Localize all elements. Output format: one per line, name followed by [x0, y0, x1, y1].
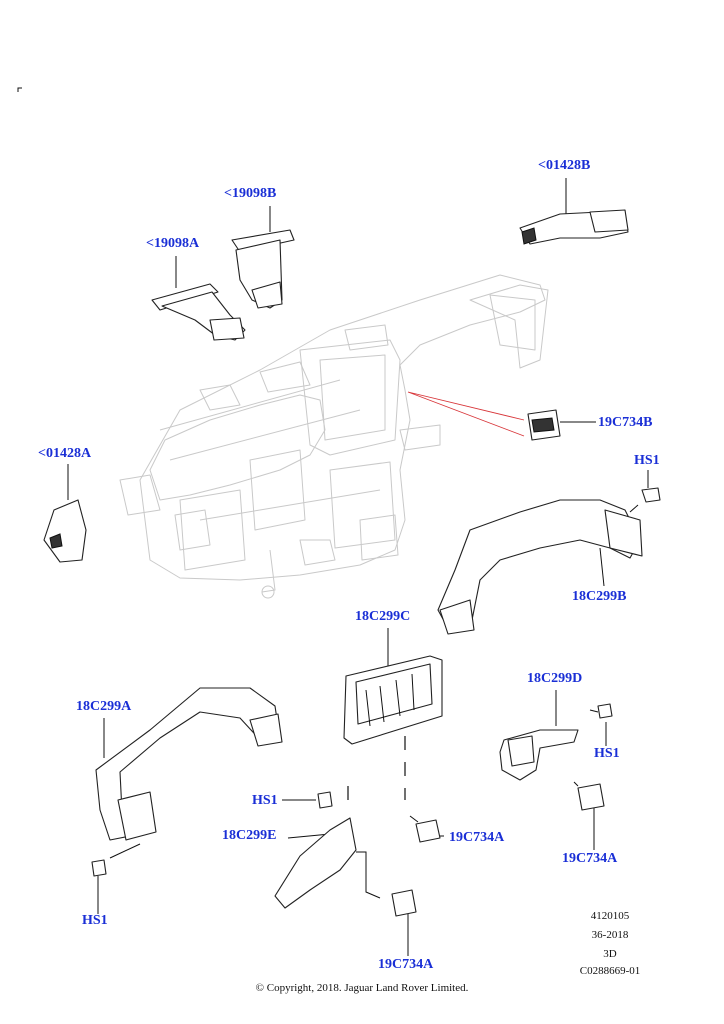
label-19C734A-right[interactable]: 19C734A [562, 851, 618, 866]
part-18C299C[interactable] [343, 628, 443, 806]
part-19098B[interactable] [231, 206, 295, 309]
label-19098A[interactable]: <19098A [146, 236, 200, 251]
ref-line-2: 36-2018 [591, 929, 629, 941]
screw-hs1-right[interactable] [589, 703, 613, 746]
label-hs1-mid[interactable]: HS1 [252, 793, 278, 808]
label-hs1-top[interactable]: HS1 [634, 453, 660, 468]
label-18C299C[interactable]: 18C299C [355, 609, 411, 624]
part-18C299D[interactable] [499, 690, 579, 781]
label-19C734A-mid[interactable]: 19C734A [449, 830, 505, 845]
part-18C299E[interactable] [274, 817, 381, 909]
part-18C299B[interactable] [437, 499, 643, 635]
label-hs1-right[interactable]: HS1 [594, 746, 620, 761]
label-18C299B[interactable]: 18C299B [572, 589, 627, 604]
part-19C734A-bottom[interactable] [391, 889, 417, 956]
label-01428A[interactable]: <01428A [38, 446, 92, 461]
corner-mark [17, 87, 22, 92]
label-19098B[interactable]: <19098B [224, 186, 277, 201]
label-19C734B[interactable]: 19C734B [598, 415, 653, 430]
part-19C734A-mid[interactable] [409, 815, 444, 843]
ref-line-1: 4120105 [590, 910, 630, 922]
part-19C734B[interactable] [527, 409, 596, 441]
label-18C299A[interactable]: 18C299A [76, 699, 132, 714]
label-18C299E[interactable]: 18C299E [222, 828, 277, 843]
part-18C299A[interactable] [95, 687, 283, 841]
part-19C734A-right[interactable] [573, 781, 605, 850]
copyright-notice: © Copyright, 2018. Jaguar Land Rover Lim… [255, 982, 469, 994]
part-01428A[interactable] [43, 464, 87, 563]
ref-line-3: 3D [603, 948, 617, 960]
part-01428B[interactable] [519, 178, 629, 245]
label-01428B[interactable]: <01428B [538, 158, 591, 173]
label-19C734A-bottom[interactable]: 19C734A [378, 957, 434, 972]
callout-lines [407, 391, 525, 437]
label-18C299D[interactable]: 18C299D [527, 671, 583, 686]
screw-hs1-mid[interactable] [282, 791, 333, 809]
screw-hs1-bottom[interactable] [91, 843, 141, 914]
screw-hs1-top[interactable] [629, 470, 661, 513]
dashboard-assembly-ghost [119, 274, 549, 599]
part-19098A[interactable] [151, 256, 246, 341]
ref-line-4: C0288669-01 [579, 965, 641, 977]
label-hs1-bottom[interactable]: HS1 [82, 913, 108, 928]
